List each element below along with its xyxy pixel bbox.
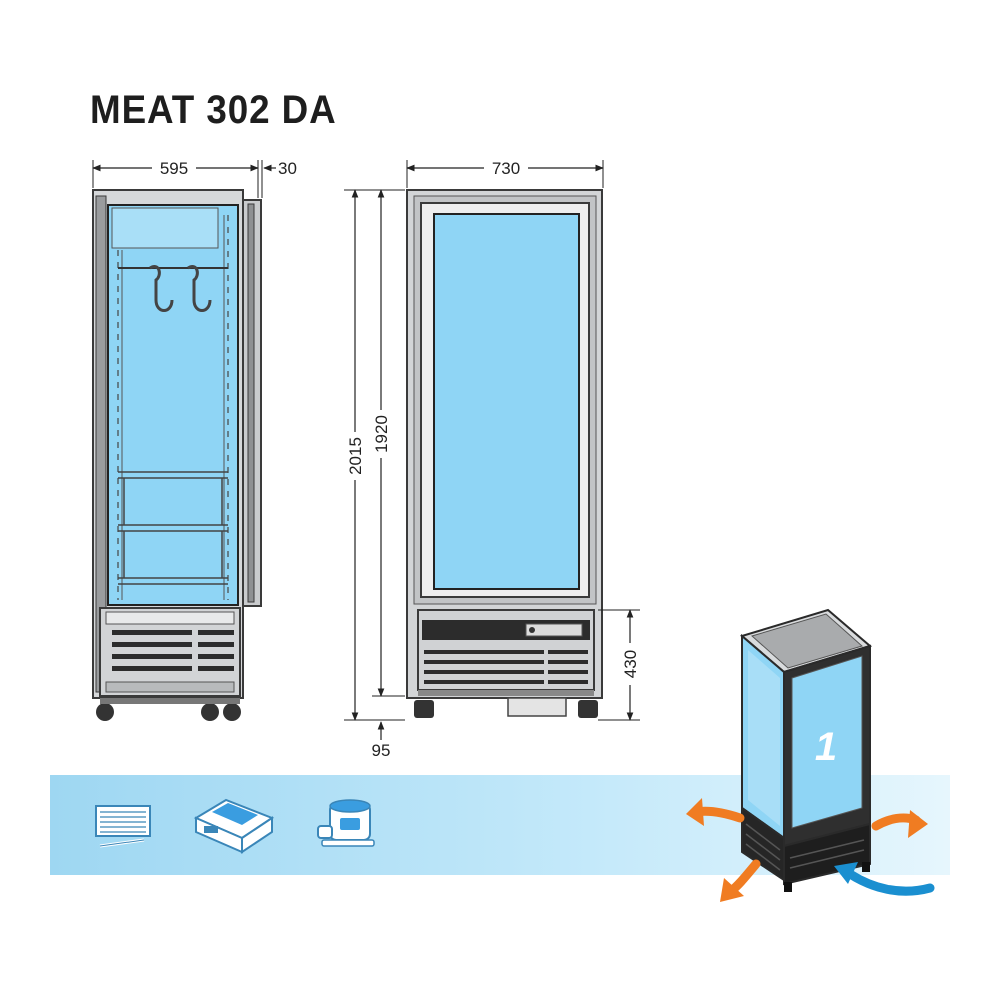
drip-tray xyxy=(507,697,567,717)
airflow-out-arrow-icon xyxy=(720,859,761,902)
airflow-in-arrow-icon xyxy=(834,862,935,896)
airflow-out-arrow-icon xyxy=(686,798,745,826)
side-glass-panel xyxy=(107,204,239,606)
dim-total-height: 2015 xyxy=(346,437,365,475)
wheel-icon xyxy=(201,703,219,721)
control-unit-icon xyxy=(193,798,275,854)
dim-foot-height: 95 xyxy=(372,741,391,760)
dim-front-width: 730 xyxy=(492,159,520,178)
foot-icon xyxy=(414,700,434,718)
foot-icon xyxy=(578,700,598,718)
isometric-unit: 1 xyxy=(739,608,873,892)
meat-hook-icon xyxy=(149,265,174,312)
airflow-out-arrow-icon xyxy=(871,810,928,838)
dim-body-height: 1920 xyxy=(372,415,391,453)
front-glass-door xyxy=(433,213,580,590)
compressor-icon xyxy=(317,799,375,847)
wheel-icon xyxy=(223,703,241,721)
evaporator-icon xyxy=(95,805,151,848)
dim-base-height: 430 xyxy=(621,650,640,678)
side-view: 595 30 xyxy=(92,158,297,721)
wheel-icon xyxy=(96,703,114,721)
meat-hook-icon xyxy=(187,265,212,312)
control-panel-display xyxy=(525,623,583,637)
product-title: MEAT 302 DA xyxy=(90,88,337,132)
front-view: 730 2015 1920 95 430 xyxy=(343,158,642,760)
dim-side-width: 595 xyxy=(160,159,188,178)
dim-door-depth: 30 xyxy=(278,159,297,178)
unit-badge-number: 1 xyxy=(815,725,837,769)
